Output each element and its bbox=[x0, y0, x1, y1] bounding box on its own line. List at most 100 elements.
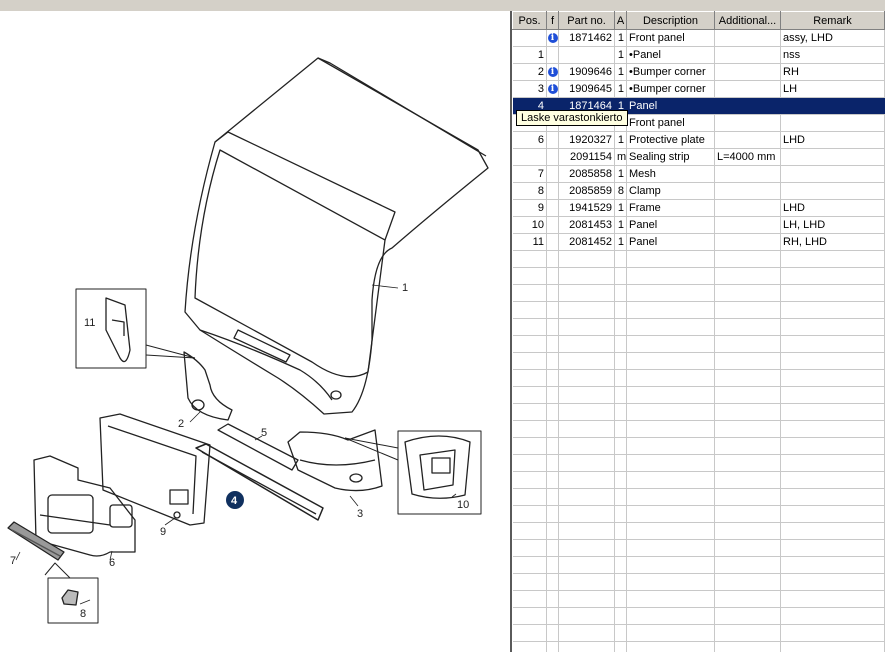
cell-info[interactable] bbox=[546, 148, 559, 166]
callout-5[interactable]: 5 bbox=[261, 427, 267, 439]
empty-row[interactable] bbox=[512, 471, 885, 489]
empty-row[interactable] bbox=[512, 437, 885, 455]
empty-row[interactable] bbox=[512, 488, 885, 506]
callout-10[interactable]: 10 bbox=[457, 499, 469, 511]
empty-row[interactable] bbox=[512, 607, 885, 625]
empty-row[interactable] bbox=[512, 301, 885, 319]
col-header-part-no[interactable]: Part no. bbox=[558, 11, 615, 30]
cell-qty: 1 bbox=[614, 216, 627, 234]
empty-row[interactable] bbox=[512, 318, 885, 336]
cell-qty: m bbox=[614, 148, 627, 166]
cell-info[interactable] bbox=[546, 216, 559, 234]
callout-9[interactable]: 9 bbox=[160, 526, 166, 538]
col-header-a[interactable]: A bbox=[614, 11, 627, 30]
empty-row[interactable] bbox=[512, 352, 885, 370]
col-header-f[interactable]: f bbox=[546, 11, 559, 30]
empty-row[interactable] bbox=[512, 403, 885, 421]
empty-cell bbox=[512, 522, 547, 540]
empty-row[interactable] bbox=[512, 641, 885, 652]
empty-cell bbox=[512, 352, 547, 370]
empty-row[interactable] bbox=[512, 386, 885, 404]
empty-cell bbox=[780, 522, 885, 540]
col-header-remark[interactable]: Remark bbox=[780, 11, 885, 30]
empty-cell bbox=[714, 539, 781, 557]
empty-cell bbox=[546, 471, 559, 489]
callout-3[interactable]: 3 bbox=[357, 508, 363, 520]
cell-info[interactable]: i bbox=[546, 29, 559, 47]
callout-7[interactable]: 7 bbox=[10, 555, 16, 567]
empty-cell bbox=[614, 522, 627, 540]
cell-part-no bbox=[558, 46, 615, 64]
cell-additional bbox=[714, 80, 781, 98]
empty-row[interactable] bbox=[512, 369, 885, 387]
empty-row[interactable] bbox=[512, 267, 885, 285]
col-header-pos[interactable]: Pos. bbox=[512, 11, 547, 30]
empty-row[interactable] bbox=[512, 573, 885, 591]
info-icon[interactable]: i bbox=[547, 67, 558, 78]
info-icon[interactable]: i bbox=[547, 84, 558, 95]
panel-part-5 bbox=[217, 423, 299, 471]
empty-row[interactable] bbox=[512, 556, 885, 574]
cell-info[interactable] bbox=[546, 131, 559, 149]
col-header-description[interactable]: Description bbox=[626, 11, 715, 30]
empty-row[interactable] bbox=[512, 335, 885, 353]
empty-cell bbox=[780, 505, 885, 523]
callout-8[interactable]: 8 bbox=[80, 608, 86, 620]
cell-info[interactable]: i bbox=[546, 80, 559, 98]
empty-cell bbox=[714, 505, 781, 523]
empty-cell bbox=[546, 318, 559, 336]
empty-row[interactable] bbox=[512, 250, 885, 268]
empty-row[interactable] bbox=[512, 624, 885, 642]
exploded-parts-diagram[interactable]: 1 2 3 4 5 6 7 8 9 10 11 bbox=[0, 11, 510, 652]
callout-6[interactable]: 6 bbox=[109, 557, 115, 569]
pane-splitter[interactable] bbox=[510, 11, 512, 652]
empty-cell bbox=[614, 471, 627, 489]
empty-cell bbox=[546, 556, 559, 574]
empty-row[interactable] bbox=[512, 505, 885, 523]
empty-cell bbox=[780, 369, 885, 387]
cell-info[interactable] bbox=[546, 165, 559, 183]
cell-info[interactable] bbox=[546, 199, 559, 217]
empty-cell bbox=[714, 420, 781, 438]
empty-row[interactable] bbox=[512, 590, 885, 608]
cell-additional bbox=[714, 97, 781, 115]
empty-cell bbox=[626, 335, 715, 353]
cell-info[interactable] bbox=[546, 233, 559, 251]
empty-cell bbox=[614, 488, 627, 506]
callout-1[interactable]: 1 bbox=[402, 282, 408, 294]
cell-description: Front panel bbox=[626, 29, 715, 47]
callout-2[interactable]: 2 bbox=[178, 418, 184, 430]
col-header-additional[interactable]: Additional... bbox=[714, 11, 781, 30]
empty-row[interactable] bbox=[512, 522, 885, 540]
empty-row[interactable] bbox=[512, 284, 885, 302]
cell-pos: 6 bbox=[512, 131, 547, 149]
callout-4-badge[interactable] bbox=[226, 491, 244, 509]
protective-plate bbox=[33, 455, 136, 557]
parts-list-grid[interactable]: Pos. f Part no. A Description Additional… bbox=[512, 11, 885, 652]
empty-row[interactable] bbox=[512, 454, 885, 472]
detail-box-11 bbox=[75, 288, 147, 369]
cell-info[interactable]: i bbox=[546, 63, 559, 81]
empty-cell bbox=[512, 403, 547, 421]
cell-info[interactable] bbox=[546, 46, 559, 64]
empty-cell bbox=[780, 624, 885, 642]
cell-info[interactable] bbox=[546, 182, 559, 200]
empty-row[interactable] bbox=[512, 539, 885, 557]
info-icon[interactable]: i bbox=[547, 33, 558, 44]
empty-cell bbox=[558, 522, 615, 540]
cell-description: Panel bbox=[626, 216, 715, 234]
callout-4[interactable]: 4 bbox=[231, 495, 238, 507]
callout-11[interactable]: 11 bbox=[84, 317, 95, 329]
empty-row[interactable] bbox=[512, 420, 885, 438]
